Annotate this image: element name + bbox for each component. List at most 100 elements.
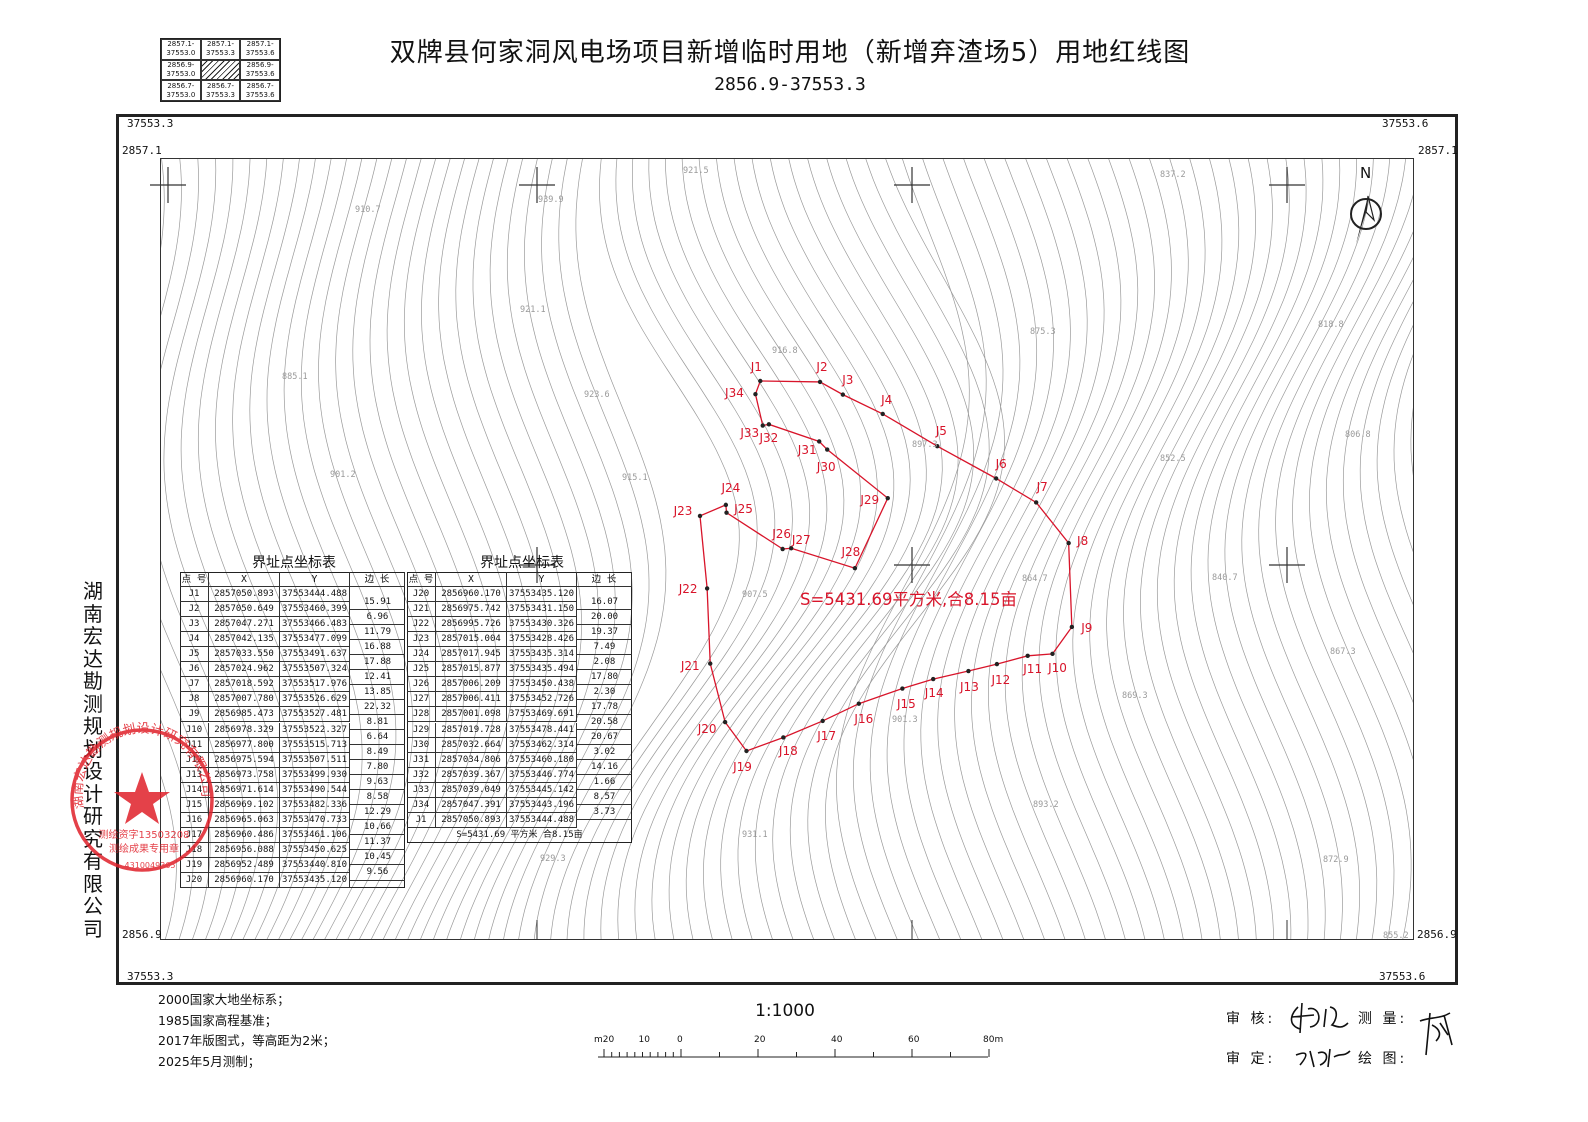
elevation-label: 818.8 bbox=[1318, 320, 1344, 330]
elevation-label: 837.2 bbox=[1160, 170, 1186, 180]
boundary-point-label: J22 bbox=[678, 582, 698, 597]
boundary-point-label: J31 bbox=[797, 443, 817, 458]
table-cell-y: 37553452.726 bbox=[507, 692, 577, 708]
contour-line bbox=[249, 159, 346, 939]
sheet-index-text: 37553.0 bbox=[166, 90, 196, 99]
boundary-point-label: J27 bbox=[791, 533, 811, 548]
contour-line bbox=[852, 159, 987, 939]
contour-line bbox=[1275, 159, 1406, 939]
frame-label-top-right-easting: 37553.6 bbox=[1382, 117, 1429, 130]
note-coordinate-system: 2000国家大地坐标系； bbox=[158, 992, 290, 1007]
elevation-label: 901.2 bbox=[330, 470, 356, 480]
table-cell-edge-length: 7.80 bbox=[350, 760, 405, 776]
contour-line bbox=[420, 159, 532, 939]
boundary-point-marker bbox=[758, 378, 763, 384]
table-cell-y: 37553450.625 bbox=[280, 842, 350, 858]
elevation-label: 893.2 bbox=[1033, 800, 1059, 810]
table-cell-id: J9 bbox=[180, 707, 209, 723]
contour-line bbox=[886, 159, 1021, 939]
boundary-point-label: J6 bbox=[995, 456, 1007, 471]
contour-line bbox=[395, 159, 498, 939]
table-cell-edge-length: 20.67 bbox=[577, 730, 632, 746]
contour-line bbox=[283, 159, 380, 939]
stamp-seal-name: 测绘成果专用章 bbox=[109, 842, 179, 855]
contour-line bbox=[971, 159, 1105, 939]
elevation-label: 929.3 bbox=[540, 854, 566, 864]
table-header: 边 长 bbox=[350, 572, 405, 588]
table-cell-x: 2857001.098 bbox=[436, 707, 507, 723]
table-cell-edge-length: 2.30 bbox=[577, 685, 632, 700]
boundary-point-label: J13 bbox=[960, 680, 979, 695]
scale-label: 20 bbox=[754, 1035, 766, 1045]
table-cell-x: 2857050.893 bbox=[436, 812, 507, 828]
sheet-index-cell: 2857.1-37553.3 bbox=[200, 39, 241, 60]
boundary-point-marker bbox=[993, 476, 999, 481]
sheet-index-text: 2857.1- bbox=[246, 40, 274, 49]
table-cell-edge-length: 2.08 bbox=[577, 655, 632, 670]
boundary-point-label: J24 bbox=[721, 480, 741, 495]
sheet-index-text: 2856.9- bbox=[167, 60, 195, 69]
table-header: X bbox=[209, 572, 280, 588]
contour-line bbox=[920, 159, 1054, 939]
frame-label-right-top-northing: 2857.1 bbox=[1418, 144, 1458, 157]
contour-line bbox=[433, 159, 549, 939]
contour-line bbox=[1190, 159, 1324, 939]
contour-line bbox=[1309, 231, 1413, 939]
boundary-point-label: J30 bbox=[816, 459, 836, 474]
table-cell-y: 37553490.544 bbox=[280, 782, 350, 798]
contour-line bbox=[1072, 159, 1206, 939]
contour-line bbox=[352, 159, 447, 939]
table-cell-edge-length: 10.66 bbox=[350, 820, 405, 836]
sheet-index-text: 2857.1- bbox=[167, 40, 195, 49]
table-cell-y: 37553462.314 bbox=[507, 737, 577, 753]
table-cell-y: 37553428.426 bbox=[507, 632, 577, 648]
table-cell-id: J18 bbox=[180, 842, 209, 858]
table-cell-x: 2857047.271 bbox=[209, 617, 280, 633]
contour-line bbox=[954, 159, 1088, 939]
elevation-label: 864.7 bbox=[1022, 574, 1048, 584]
table-cell-id: J8 bbox=[180, 692, 209, 708]
contour-line bbox=[0, 150, 58, 950]
sheet-index-text: 2856.7- bbox=[206, 81, 234, 90]
contour-line bbox=[1123, 159, 1256, 939]
boundary-point-marker bbox=[852, 566, 858, 571]
scale-label: m20 bbox=[594, 1035, 615, 1045]
sheet-index-text: 2856.9- bbox=[246, 60, 274, 69]
table-cell-edge-length: 15.91 bbox=[350, 595, 405, 610]
contour-line bbox=[937, 159, 1071, 939]
table-cell-x: 2857024.962 bbox=[209, 662, 280, 678]
table-cell-edge-length: 22.32 bbox=[350, 700, 405, 715]
contour-line bbox=[300, 159, 397, 939]
boundary-point-label: J25 bbox=[734, 501, 753, 516]
boundary-point-marker bbox=[825, 447, 830, 452]
table-cell-x: 2857015.004 bbox=[436, 632, 507, 648]
boundary-point-marker bbox=[880, 411, 885, 417]
boundary-point-marker bbox=[817, 379, 823, 385]
elevation-label: 915.1 bbox=[622, 473, 648, 483]
contour-line bbox=[550, 159, 740, 939]
sheet-index-text: 2856.7- bbox=[246, 81, 274, 90]
table-cell-x: 2857017.945 bbox=[436, 647, 507, 663]
contour-line bbox=[1224, 159, 1357, 939]
table-cell-id: J3 bbox=[180, 617, 209, 633]
boundary-point-marker bbox=[1025, 653, 1030, 659]
contour-line bbox=[533, 159, 667, 939]
elevation-label: 921.1 bbox=[520, 305, 546, 315]
contour-line bbox=[1106, 159, 1240, 939]
boundary-point-marker bbox=[781, 735, 786, 740]
contour-line bbox=[503, 159, 633, 939]
signatures bbox=[1290, 1002, 1453, 1068]
sheet-index-text: 37553.6 bbox=[245, 90, 275, 99]
contour-line bbox=[988, 159, 1122, 939]
contour-line bbox=[1021, 159, 1155, 939]
table-cell-edge-length: 19.37 bbox=[577, 625, 632, 640]
elevation-label: 910.7 bbox=[355, 205, 381, 215]
table-cell-x: 2856985.473 bbox=[209, 707, 280, 723]
table-cell-edge-length: 12.41 bbox=[350, 670, 405, 685]
table-cell-edge-length: 6.64 bbox=[350, 730, 405, 746]
table-cell-edge-length: 8.81 bbox=[350, 715, 405, 731]
contour-line bbox=[0, 150, 41, 950]
sheet-number: 2856.9-37553.3 bbox=[714, 74, 866, 95]
contour-line bbox=[474, 159, 599, 939]
